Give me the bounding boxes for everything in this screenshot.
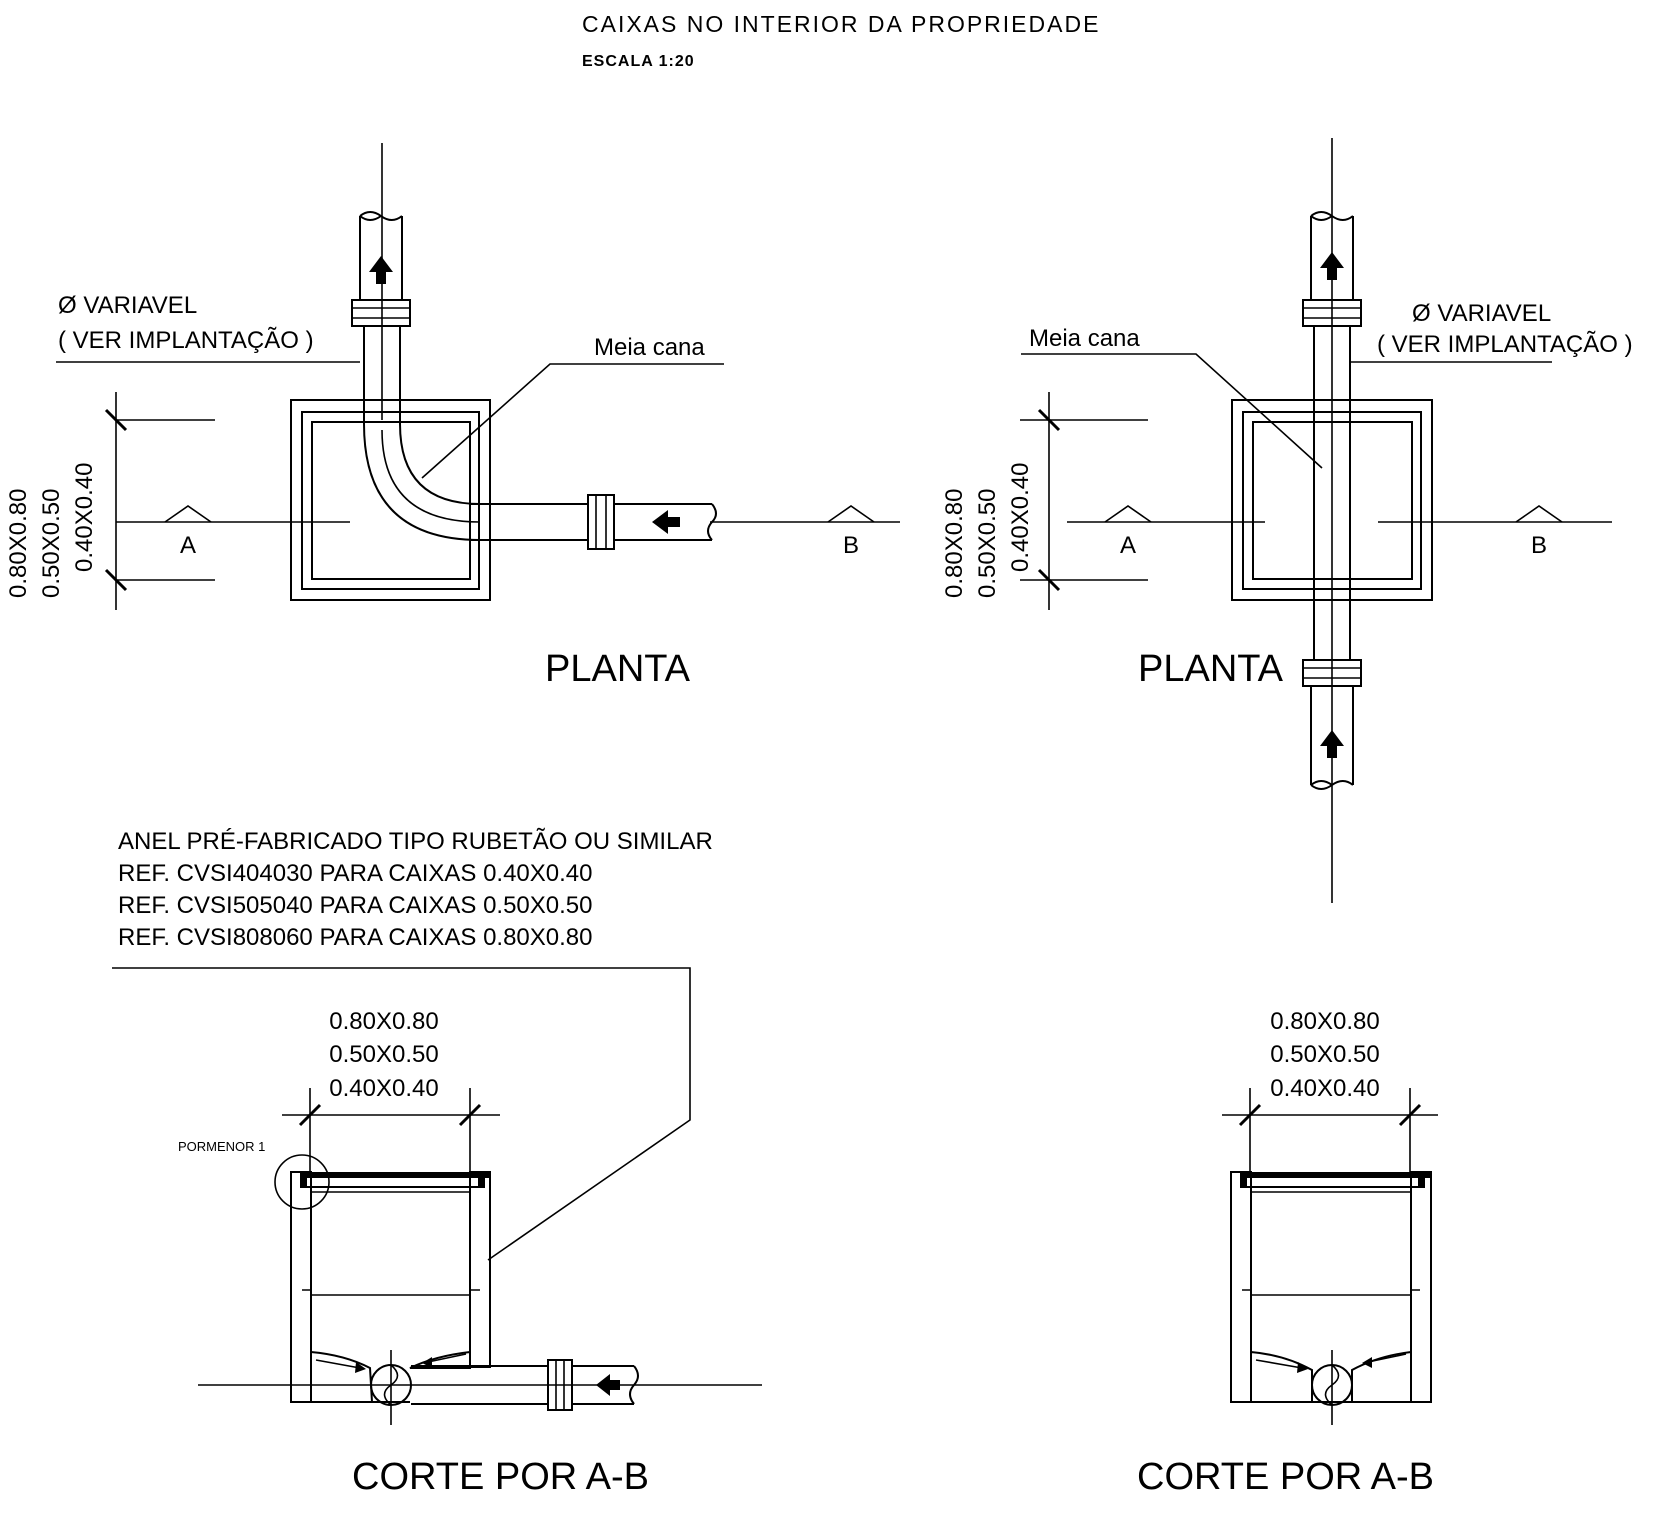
plan-right-pipe-label-2: ( VER IMPLANTAÇÃO ) [1377,331,1633,358]
section-left-view-title: CORTE POR A-B [352,1456,649,1498]
section-marker-a [164,505,212,523]
plan-right: A B 0.80X0.80 0.50X0.50 0.40X0.40 Meia c… [941,138,1633,903]
channel-label-leader [1021,353,1323,469]
section-left: 0.80X0.80 0.50X0.50 0.40X0.40 [178,1008,762,1498]
plan-left-dimension-1: 0.80X0.80 [5,489,32,598]
pipe-coupling-bottom [1302,659,1362,687]
ring-note: ANEL PRÉ-FABRICADO TIPO RUBETÃO OU SIMIL… [112,828,713,1261]
section-marker-b [1515,505,1563,523]
drawing-scale: ESCALA 1:20 [582,53,695,70]
wall-right [1410,1171,1432,1403]
plan-right-dimension-1: 0.80X0.80 [941,489,968,598]
section-right-dimension-1: 0.80X0.80 [1270,1008,1379,1035]
ring-note-line-3: REF. CVSI505040 PARA CAIXAS 0.50X0.50 [118,892,593,919]
bottom-fill [1250,1350,1313,1403]
pipe-coupling-top [1302,299,1362,327]
flow-arrow-left-icon [652,510,680,534]
ring-note-line-1: ANEL PRÉ-FABRICADO TIPO RUBETÃO OU SIMIL… [118,828,713,855]
section-right: 0.80X0.80 0.50X0.50 0.40X0.40 CORTE POR … [1137,1008,1438,1498]
section-left-dimension-1: 0.80X0.80 [329,1008,438,1035]
plan-left-pipe-label-1: Ø VARIAVEL [58,292,197,319]
pipe-bend-inner [399,423,481,505]
section-marker-a [1104,505,1152,523]
box-outer-wall [290,399,491,601]
ring-cover [1240,1172,1430,1178]
plan-right-dimension-2: 0.50X0.50 [974,489,1001,598]
ring-note-line-4: REF. CVSI808060 PARA CAIXAS 0.80X0.80 [118,924,593,951]
section-marker-b [827,505,875,523]
pipe-coupling-right [587,494,615,550]
plan-left-dimension-2: 0.50X0.50 [38,489,65,598]
section-label-b: B [843,532,859,559]
ring-cover [300,1172,490,1178]
section-right-dimension-3: 0.40X0.40 [1270,1075,1379,1102]
ring-note-leader [112,967,691,1261]
section-right-view-title: CORTE POR A-B [1137,1456,1434,1498]
flow-arrow-up-icon [1320,252,1344,280]
bottom-fill-right [1351,1350,1412,1403]
section-left-detail-label: PORMENOR 1 [178,1139,265,1154]
plan-right-channel-label: Meia cana [1029,325,1140,352]
plan-right-pipe-label-1: Ø VARIAVEL [1412,300,1551,327]
flow-arrow-up-icon [1320,730,1344,758]
pipe-bend-outer [363,423,481,541]
detail-marker [274,1154,330,1210]
plan-left-dimension-3: 0.40X0.40 [71,463,98,572]
section-label-a: A [180,532,196,559]
plan-left-channel-label: Meia cana [594,334,705,361]
section-left-dimension-2: 0.50X0.50 [329,1041,438,1068]
section-label-b: B [1531,532,1547,559]
plan-left: A B 0.80X0.80 0.50X0.50 0.40X0.40 Ø VARI… [5,143,900,690]
section-right-dimension-2: 0.50X0.50 [1270,1041,1379,1068]
plan-right-dimension-3: 0.40X0.40 [1007,463,1034,572]
box-cavity [311,421,471,580]
wall-right [469,1171,491,1368]
pipe-coupling-top [351,299,411,327]
box-inner-wall [301,411,480,590]
flow-arrow-up-icon [369,256,393,284]
section-left-dimension-3: 0.40X0.40 [329,1075,438,1102]
wall-left [1230,1171,1252,1403]
channel-label-leader [421,363,724,479]
section-label-a: A [1120,532,1136,559]
wall-left [290,1171,312,1403]
drawing-title: CAIXAS NO INTERIOR DA PROPRIEDADE [582,11,1100,37]
plan-left-pipe-label-2: ( VER IMPLANTAÇÃO ) [58,327,314,354]
plan-right-view-title: PLANTA [1138,648,1284,690]
plan-left-view-title: PLANTA [545,648,691,690]
bottom-fill [310,1350,374,1403]
ring-note-line-2: REF. CVSI404030 PARA CAIXAS 0.40X0.40 [118,860,593,887]
